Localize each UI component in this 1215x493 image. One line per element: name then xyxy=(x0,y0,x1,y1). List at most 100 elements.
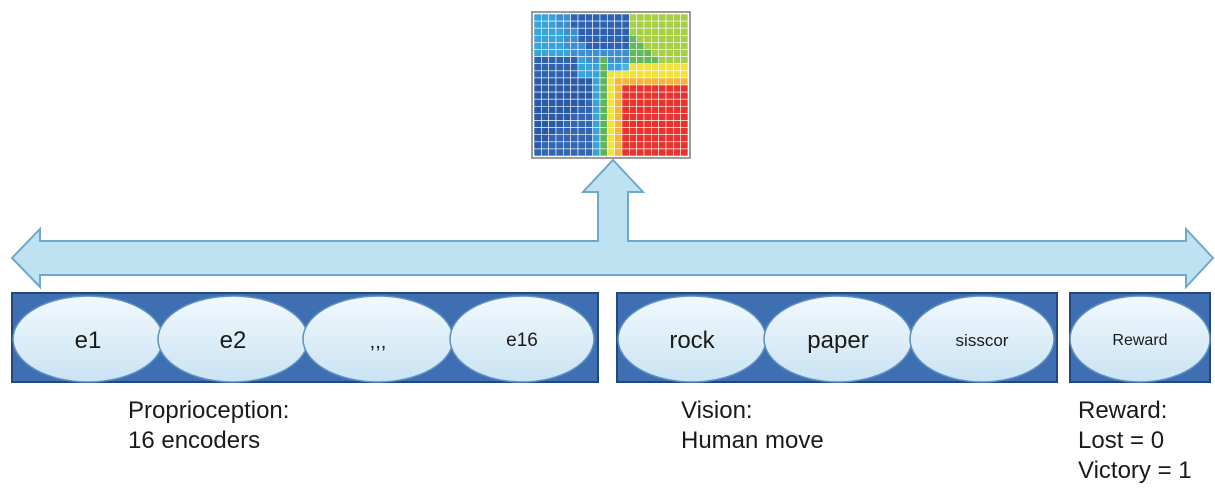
som-cell xyxy=(548,134,557,143)
som-cell xyxy=(563,56,571,64)
som-cell xyxy=(643,77,652,86)
som-cell xyxy=(651,77,659,86)
som-cell xyxy=(651,42,659,50)
som-cell xyxy=(651,70,659,79)
som-cell xyxy=(570,98,579,107)
som-cell xyxy=(533,63,542,72)
som-cell xyxy=(680,42,689,50)
som-cell xyxy=(599,141,608,150)
som-cell xyxy=(563,127,571,135)
som-cell xyxy=(570,20,579,29)
som-cell xyxy=(621,113,630,121)
caption-proprioception: Proprioception: 16 encoders xyxy=(128,396,289,456)
som-cell xyxy=(658,148,667,157)
som-cell xyxy=(643,148,652,157)
som-cell xyxy=(614,63,623,72)
som-cell xyxy=(555,70,564,79)
som-cell xyxy=(680,141,689,150)
som-cell xyxy=(673,27,681,36)
node-label: e1 xyxy=(75,327,102,354)
som-cell xyxy=(555,34,564,43)
som-cell xyxy=(643,70,652,79)
som-cell xyxy=(541,120,549,128)
som-cell xyxy=(636,63,645,72)
som-cell xyxy=(643,49,652,57)
som-cell xyxy=(658,20,667,29)
som-cell xyxy=(563,63,571,72)
som-cell xyxy=(563,77,571,86)
som-cell xyxy=(658,141,667,150)
som-cell xyxy=(629,49,637,57)
som-cell xyxy=(658,27,667,36)
som-cell xyxy=(599,120,608,128)
som-cell xyxy=(665,91,674,100)
som-cell xyxy=(541,20,549,29)
som-cell xyxy=(555,49,564,57)
som-cell xyxy=(621,63,630,72)
som-cell xyxy=(577,34,586,43)
som-map xyxy=(531,11,691,159)
som-cell xyxy=(570,127,579,135)
som-cell xyxy=(577,63,586,72)
som-cell xyxy=(548,127,557,135)
som-cell xyxy=(548,98,557,107)
som-cell xyxy=(621,27,630,36)
som-cell xyxy=(629,56,637,64)
som-cell xyxy=(577,13,586,22)
som-cell xyxy=(607,106,615,114)
som-cell xyxy=(636,127,645,135)
som-cell xyxy=(636,98,645,107)
som-cell xyxy=(621,70,630,79)
som-cell xyxy=(592,98,601,107)
som-cell xyxy=(614,91,623,100)
som-cell xyxy=(629,27,637,36)
som-cell xyxy=(629,77,637,86)
som-cell xyxy=(636,120,645,128)
som-cell xyxy=(629,148,637,157)
som-cell xyxy=(651,27,659,36)
som-cell xyxy=(541,106,549,114)
node-paper: paper xyxy=(763,295,913,383)
som-cell xyxy=(548,148,557,157)
som-cell xyxy=(548,120,557,128)
som-cell xyxy=(577,134,586,143)
som-cell xyxy=(651,20,659,29)
som-cell xyxy=(541,27,549,36)
som-cell xyxy=(577,20,586,29)
som-cell xyxy=(680,91,689,100)
som-cell xyxy=(614,20,623,29)
som-cell xyxy=(548,141,557,150)
som-cell xyxy=(599,84,608,93)
som-cell xyxy=(643,113,652,121)
som-cell xyxy=(577,98,586,107)
som-cell xyxy=(665,134,674,143)
som-cell xyxy=(614,148,623,157)
som-cell xyxy=(570,13,579,22)
som-cell xyxy=(555,120,564,128)
som-cell xyxy=(680,127,689,135)
som-cell xyxy=(680,70,689,79)
som-cell xyxy=(577,84,586,93)
som-map-cells xyxy=(533,13,689,157)
som-cell xyxy=(658,98,667,107)
som-cell xyxy=(555,106,564,114)
som-cell xyxy=(680,63,689,72)
som-cell xyxy=(673,34,681,43)
som-cell xyxy=(673,98,681,107)
som-cell xyxy=(541,70,549,79)
som-cell xyxy=(673,77,681,86)
som-cell xyxy=(577,113,586,121)
som-cell xyxy=(585,134,593,143)
som-cell xyxy=(570,113,579,121)
som-cell xyxy=(636,113,645,121)
som-cell xyxy=(563,42,571,50)
som-cell xyxy=(599,42,608,50)
som-cell xyxy=(680,49,689,57)
som-cell xyxy=(555,20,564,29)
som-cell xyxy=(673,134,681,143)
node-e16: e16 xyxy=(449,295,595,383)
som-cell xyxy=(607,77,615,86)
som-cell xyxy=(548,42,557,50)
som-cell xyxy=(607,63,615,72)
som-cell xyxy=(665,56,674,64)
